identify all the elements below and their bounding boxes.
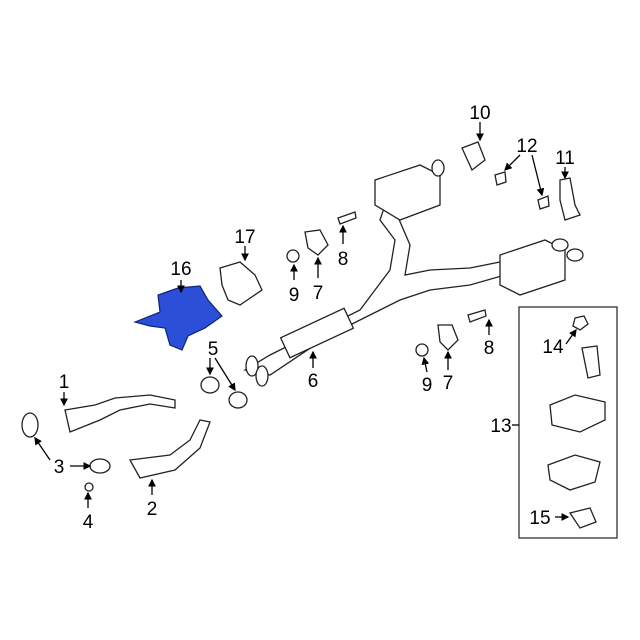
callout-12: 12	[516, 136, 537, 157]
callout-10: 10	[469, 103, 490, 124]
leader-lines	[34, 122, 577, 521]
callout-13: 13	[490, 416, 511, 437]
kit-parts[interactable]	[547, 315, 606, 529]
callout-7: 7	[313, 283, 324, 304]
callout-8: 8	[338, 249, 349, 270]
exhaust-pipe-assembly[interactable]	[243, 159, 584, 387]
hardware[interactable]	[286, 141, 581, 357]
callout-14: 14	[542, 337, 564, 358]
front-pipe-1[interactable]	[21, 394, 176, 438]
callout-9b: 9	[422, 375, 433, 396]
clamps-5[interactable]	[200, 376, 248, 409]
callout-11: 11	[555, 148, 575, 169]
bracket-17[interactable]	[219, 261, 263, 306]
callout-16: 16	[170, 259, 191, 280]
callout-15: 15	[529, 508, 550, 529]
callout-9: 9	[289, 285, 300, 306]
callout-5: 5	[208, 339, 219, 360]
callout-2: 2	[147, 499, 158, 520]
callout-1: 1	[59, 372, 70, 393]
callout-8b: 8	[484, 338, 495, 359]
front-pipe-2[interactable]	[84, 419, 211, 492]
callout-6: 6	[308, 371, 319, 392]
kit-box-13	[518, 306, 618, 539]
callout-4: 4	[83, 512, 94, 533]
callout-17: 17	[234, 227, 255, 248]
callout-7b: 7	[443, 373, 454, 394]
heat-shield-highlighted[interactable]	[133, 285, 223, 351]
callout-3: 3	[54, 457, 65, 478]
